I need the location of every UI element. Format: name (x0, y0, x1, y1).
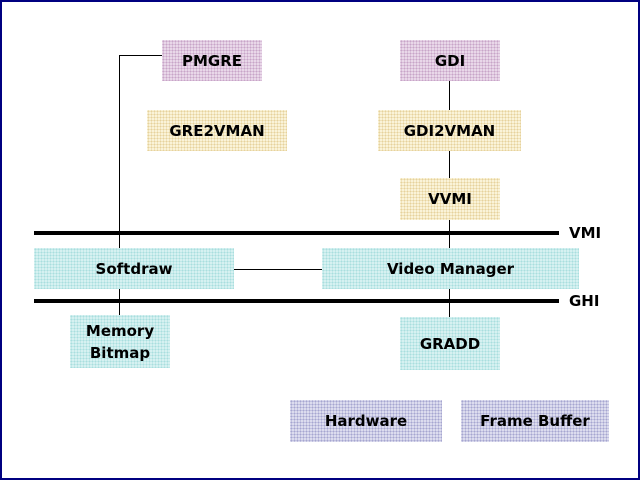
memory-bitmap-box: Memory Bitmap (70, 315, 170, 368)
memory-bitmap-label-line2: Bitmap (89, 343, 151, 362)
gdi2vman-box: GDI2VMAN (378, 110, 521, 151)
ghi-label: GHI (569, 292, 600, 310)
hardware-label: Hardware (324, 412, 408, 430)
gradd-label: GRADD (419, 334, 481, 353)
softdraw-box: Softdraw (34, 248, 234, 289)
frame-buffer-box: Frame Buffer (461, 400, 609, 442)
softdraw-label: Softdraw (95, 259, 173, 278)
frame-buffer-label: Frame Buffer (480, 412, 590, 430)
gdi-label: GDI (434, 51, 466, 70)
gre2vman-box: GRE2VMAN (147, 110, 287, 151)
vvmi-box: VVMI (400, 178, 500, 220)
pmgre-box: PMGRE (162, 40, 262, 81)
vmi-label: VMI (569, 224, 602, 242)
vmi-bar (34, 231, 559, 235)
hardware-box: Hardware (290, 400, 442, 442)
connector-softdraw-videomanager (234, 269, 322, 270)
gdi-box: GDI (400, 40, 500, 81)
gdi2vman-label: GDI2VMAN (403, 121, 496, 140)
video-manager-box: Video Manager (322, 248, 579, 289)
connector-pmgre-softdraw (119, 55, 120, 317)
gradd-box: GRADD (400, 317, 500, 370)
vvmi-label: VVMI (428, 190, 472, 208)
video-manager-label: Video Manager (386, 259, 515, 278)
pmgre-label: PMGRE (181, 51, 243, 70)
ghi-bar (34, 299, 559, 303)
memory-bitmap-label-line1: Memory (85, 321, 155, 340)
connector-pmgre-stub (119, 55, 164, 56)
gre2vman-label: GRE2VMAN (169, 121, 265, 140)
